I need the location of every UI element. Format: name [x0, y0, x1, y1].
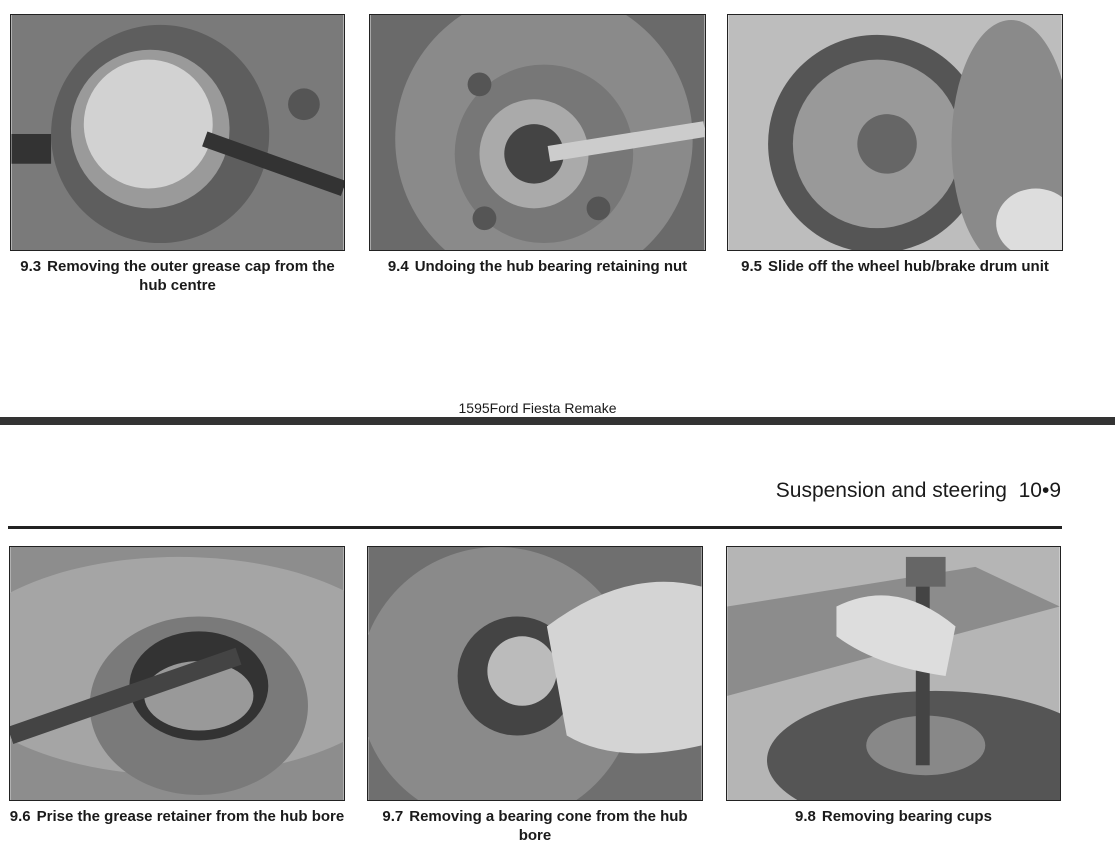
photo-grease-retainer [9, 546, 345, 801]
photo-bearing-cups [726, 546, 1061, 801]
photo-hub-drum [727, 14, 1063, 251]
page-number: 10•9 [1018, 479, 1061, 502]
page-footer: 1595Ford Fiesta Remake [458, 400, 617, 416]
photo-bearing-cone [367, 546, 703, 801]
photo-hub-nut [369, 14, 706, 251]
page-separator [0, 417, 1115, 425]
photo-grease-cap [10, 14, 345, 251]
header-rule [8, 526, 1062, 529]
page-header: Suspension and steering 10•9 [775, 479, 1061, 502]
